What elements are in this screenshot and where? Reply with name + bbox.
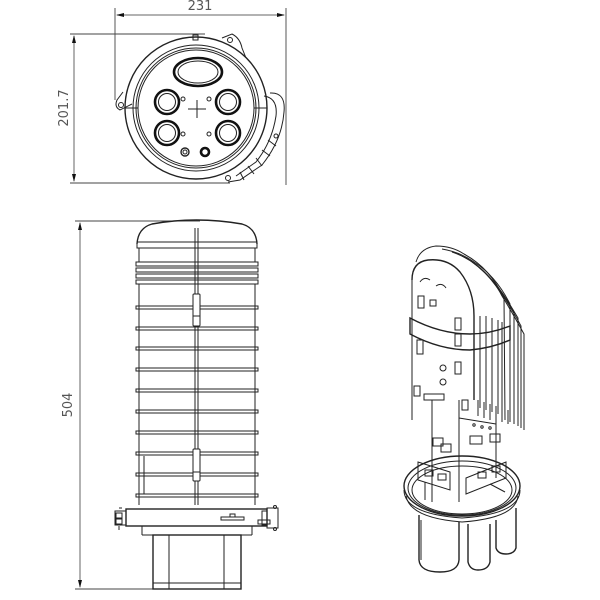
large-port-br xyxy=(214,119,242,147)
isometric-view xyxy=(403,245,525,573)
large-port-tr xyxy=(214,88,242,116)
dimension-width: 231 xyxy=(114,0,287,185)
front-view xyxy=(114,219,279,590)
large-port-bl xyxy=(153,119,181,147)
dimension-width-label: 231 xyxy=(188,0,213,14)
dimension-height-total-label: 504 xyxy=(61,393,76,418)
dimension-height-top-label: 201.7 xyxy=(57,89,72,126)
top-view xyxy=(115,33,285,183)
dimension-height-top: 201.7 xyxy=(57,33,230,184)
dimension-height-total: 504 xyxy=(61,220,200,590)
base-ring xyxy=(403,455,521,523)
clamp-ring xyxy=(125,508,268,527)
large-port-tl xyxy=(153,88,181,116)
dome-latch-upper xyxy=(192,293,201,327)
splice-trays xyxy=(409,245,525,430)
base-cylinder xyxy=(152,534,242,590)
cable-ports xyxy=(418,508,517,573)
dome-latch-lower xyxy=(192,448,201,482)
